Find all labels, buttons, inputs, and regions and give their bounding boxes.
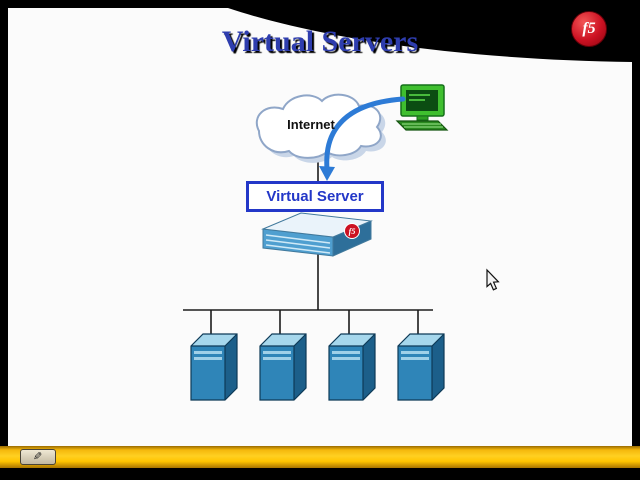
- pen-icon: ✎: [33, 450, 43, 463]
- internet-cloud-icon: [255, 93, 386, 163]
- annotation-pen-button[interactable]: ✎: [20, 449, 56, 465]
- title-swoosh-shape: [228, 8, 632, 62]
- virtual-server-label: Virtual Server: [266, 188, 364, 205]
- server-tower-3: [328, 333, 376, 401]
- virtual-server-box: [246, 181, 384, 212]
- client-computer-icon: [395, 84, 449, 131]
- client-to-virtual-server-arrow: [319, 96, 406, 181]
- slide-title: Virtual Servers: [221, 25, 419, 58]
- appliance-f5-ball: [344, 223, 360, 239]
- server-tower-1: [190, 333, 238, 401]
- f5-appliance-icon: f5: [261, 212, 373, 257]
- appliance-f5-logo: f5: [349, 227, 356, 236]
- internet-label: Internet: [287, 117, 335, 132]
- presenter-toolbar: ✎: [0, 446, 640, 468]
- server-tower-2: [259, 333, 307, 401]
- mouse-cursor: [486, 268, 500, 291]
- server-tower-4: [397, 333, 445, 401]
- f5-logo-text: f5: [582, 20, 596, 37]
- f5-logo: f5: [571, 11, 607, 47]
